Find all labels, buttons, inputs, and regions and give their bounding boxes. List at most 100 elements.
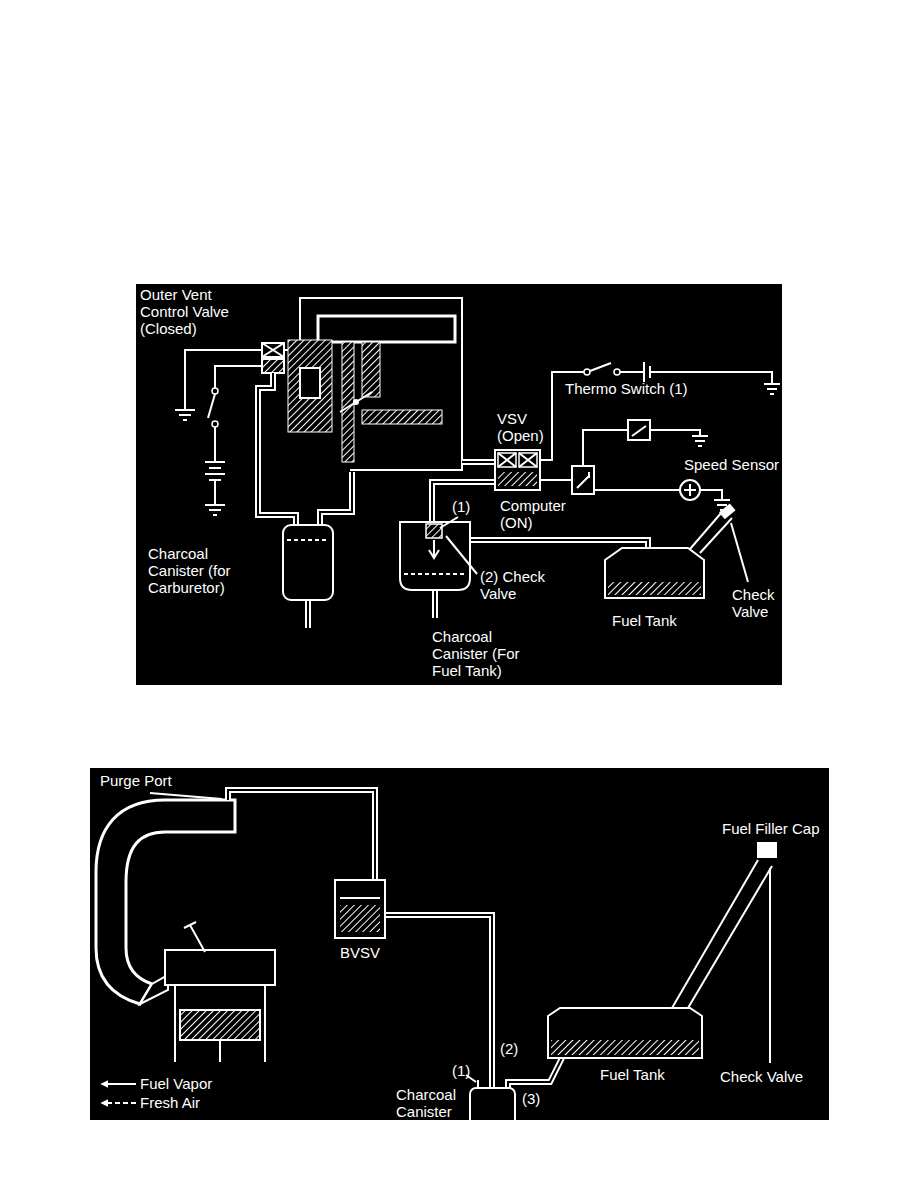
part-label: Fuel Tank: [600, 1066, 665, 1083]
switch-blade: [632, 426, 646, 436]
wire: [185, 350, 262, 410]
evap-system-efi: [96, 790, 777, 1120]
intake-runner: [140, 975, 168, 1004]
hose: [258, 373, 648, 628]
wire: [700, 490, 722, 500]
duct-flange: [234, 800, 236, 832]
hose-outline: [462, 459, 495, 465]
wire: [594, 489, 680, 491]
air-horn: [318, 316, 455, 342]
part-label: Check Valve: [732, 586, 792, 620]
charcoal-canister: [400, 522, 470, 590]
callout-number: (2): [500, 1040, 518, 1057]
filler-neck: [672, 860, 772, 1008]
battery-symbol: [205, 427, 225, 505]
part-label: (2) Check Valve: [480, 568, 565, 602]
leader-line: [150, 793, 222, 799]
solenoid: [262, 343, 284, 357]
part-label: VSV (Open): [497, 410, 557, 444]
cylinder-head: [165, 950, 275, 985]
computer-switch: [577, 472, 589, 488]
speed-sensor: [680, 480, 700, 500]
canister-filter: [404, 573, 466, 575]
valve-body: [262, 359, 284, 373]
switch-contact: [212, 388, 218, 394]
leader-line: [440, 517, 458, 528]
part-label: Speed Sensor: [684, 456, 779, 473]
evap-system-carburetor: [175, 298, 780, 628]
callout-number: (3): [522, 1090, 540, 1107]
fuel: [551, 1040, 699, 1055]
charcoal-canister: [283, 525, 333, 600]
charcoal-canister: [470, 1088, 515, 1120]
canister-port: [477, 1080, 479, 1088]
hose-outline: [385, 915, 492, 1088]
solenoid-cross: [262, 343, 284, 357]
leader-line: [446, 536, 477, 574]
hose-outline: [508, 1058, 562, 1088]
legend-sample-dashed-arrow: [102, 1102, 136, 1104]
float-bowl: [288, 340, 332, 432]
switch-blade: [208, 394, 215, 418]
hose-outline: [432, 482, 495, 522]
part-label: Thermo Switch (1): [565, 380, 688, 397]
wire: [540, 479, 572, 481]
wire: [583, 430, 628, 466]
hose-bore: [385, 915, 492, 1088]
hose-bore: [228, 790, 375, 880]
switch-contact: [614, 369, 620, 375]
legend-text: Fuel Vapor: [140, 1075, 212, 1092]
ground-symbol: [764, 384, 780, 394]
hose-bore: [258, 373, 296, 525]
callout-number: (1): [452, 1062, 470, 1079]
hose-outline: [320, 472, 352, 525]
part-label: Purge Port: [100, 772, 172, 789]
ground-symbol: [205, 505, 225, 515]
venturi-wall: [342, 342, 354, 462]
hose-bore: [432, 482, 495, 522]
part-label: Fuel Filler Cap: [722, 820, 820, 837]
ground-symbol: [175, 410, 195, 420]
throttle-valve: [340, 392, 372, 412]
filler-cap: [719, 503, 736, 519]
part-label: Charcoal Canister: [396, 1086, 468, 1120]
vsv-plunger: [498, 472, 537, 486]
hose: [228, 790, 562, 1088]
bvsv-body: [335, 880, 385, 938]
switch-contact: [212, 421, 218, 427]
hose-bore: [462, 461, 495, 463]
throttle-shaft: [353, 399, 359, 405]
bimetal-element: [340, 905, 380, 932]
check-valve: [426, 524, 442, 538]
part-label: Outer Vent Control Valve (Closed): [140, 286, 245, 337]
part-label: BVSV: [340, 944, 380, 961]
hose-bore: [320, 472, 352, 525]
bvsv-valve: [340, 897, 380, 899]
fuel-tank: [605, 548, 704, 598]
vsv-body: [495, 450, 540, 490]
speed-sensor-rotor: [684, 484, 696, 496]
switch-contact: [584, 369, 590, 375]
part-label: Charcoal Canister (for Carburetor): [148, 545, 259, 596]
piston: [180, 1010, 260, 1040]
legend-sample-solid-arrow: [102, 1083, 136, 1085]
switch-box: [628, 420, 650, 440]
fuel: [608, 582, 701, 595]
solenoid-cross: [498, 453, 537, 467]
hose-bore: [508, 1058, 562, 1088]
valve-link: [284, 349, 288, 351]
wire: [215, 366, 262, 388]
part-label: Fuel Tank: [612, 612, 677, 629]
filler-cap: [757, 842, 777, 858]
panel-background: [90, 768, 829, 1120]
hose-outline: [258, 373, 296, 525]
computer: [572, 466, 594, 494]
check-valve-flow: [429, 540, 439, 558]
legend-text: Fresh Air: [140, 1094, 200, 1111]
float: [300, 368, 320, 398]
fuel-injector: [184, 922, 205, 952]
panel-background: [136, 284, 782, 685]
hose-outline: [228, 790, 375, 880]
part-label: Computer (ON): [500, 497, 580, 531]
